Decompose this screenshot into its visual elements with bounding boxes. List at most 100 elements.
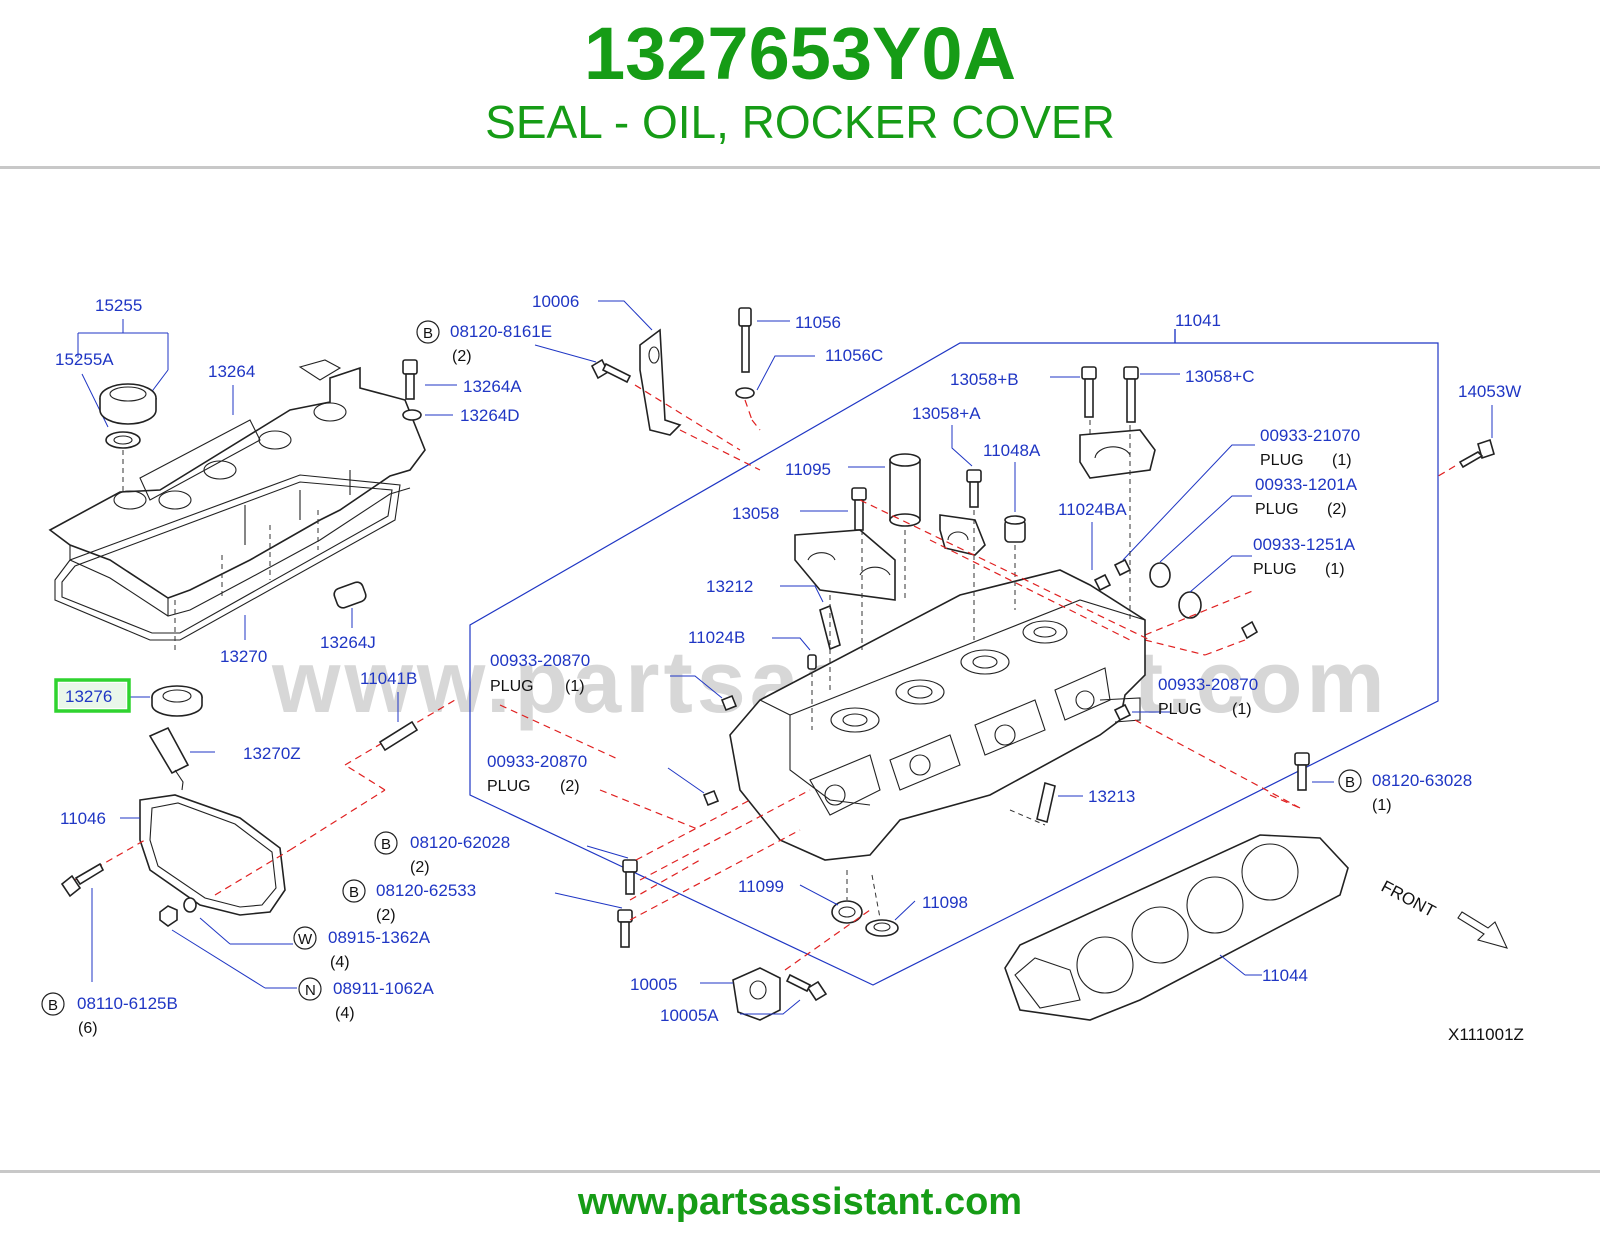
head-gasket-11044 — [1004, 834, 1349, 1021]
label-11024BA: 11024BA — [1058, 500, 1127, 519]
bolt-08110-6125B — [60, 862, 105, 982]
qty-08915-1362A: (4) — [330, 954, 350, 971]
front-arrow — [1457, 911, 1508, 949]
bracket-10005 — [700, 967, 828, 1021]
rear-cover-plate-11046 — [120, 794, 286, 916]
qty-00933-20870-b: (2) — [560, 778, 580, 795]
leader-15255 — [77, 319, 169, 428]
bolt-13058 — [800, 487, 867, 531]
footer-website-link[interactable]: www.partsassistant.com — [577, 1181, 1023, 1223]
label-08120-62028: 08120-62028 — [410, 833, 510, 852]
sealant-tube — [148, 726, 215, 791]
desc-00933-21070: PLUG — [1260, 452, 1304, 469]
front-label: FRONT — [1378, 877, 1439, 921]
label-15255: 15255 — [95, 296, 142, 315]
qty-00933-20870-c: (1) — [1232, 701, 1252, 718]
label-00933-20870-b: 00933-20870 — [487, 752, 587, 771]
highlight-fill-13276 — [59, 683, 126, 708]
rocker-cover-gasket — [54, 474, 401, 641]
label-13264D: 13264D — [460, 406, 520, 425]
desc-00933-20870-a: PLUG — [490, 678, 534, 695]
camshaft-caps — [794, 514, 986, 601]
qty-08110-6125B: (6) — [78, 1020, 98, 1037]
label-11024B: 11024B — [688, 628, 745, 647]
label-11056: 11056 — [795, 313, 841, 332]
label-11048A: 11048A — [983, 441, 1041, 460]
desc-00933-1201A: PLUG — [1255, 501, 1299, 518]
label-08120-63028: 08120-63028 — [1372, 771, 1472, 790]
label-11095: 11095 — [785, 460, 831, 479]
bolts-lower-center — [554, 845, 638, 948]
label-13213: 13213 — [1088, 787, 1135, 806]
label-13058: 13058 — [732, 504, 779, 523]
prefix-circle-b-5 — [41, 992, 65, 1016]
label-00933-1251A: 00933-1251A — [1253, 535, 1356, 554]
top-divider — [0, 166, 1600, 169]
label-11041: 11041 — [1175, 311, 1221, 330]
label-11099: 11099 — [738, 877, 784, 896]
sleeve-11095 — [848, 453, 921, 527]
label-13270Z: 13270Z — [243, 744, 301, 763]
label-15255A: 15255A — [55, 350, 114, 369]
qty-00933-20870-a: (1) — [565, 678, 585, 695]
dowel-11024B — [772, 637, 817, 670]
bolt-13058A — [951, 425, 982, 508]
grommet-13264J — [333, 581, 367, 628]
qty-00933-1201A: (2) — [1327, 501, 1347, 518]
stud-11056 — [735, 307, 815, 399]
bolts-13058-bc — [1050, 366, 1180, 423]
label-11044: 11044 — [1262, 966, 1308, 985]
label-11056C: 11056C — [825, 346, 883, 365]
bolt-13264A — [402, 359, 457, 421]
parts-diagram: www.partsassistant.com — [41, 292, 1524, 1044]
diagram-code: X111001Z — [1448, 1025, 1524, 1044]
qty-08120-8161E: (2) — [452, 348, 472, 365]
valve-guide-13212 — [780, 585, 841, 651]
label-08911-1062A: 08911-1062A — [333, 979, 434, 998]
label-13264A: 13264A — [463, 377, 522, 396]
oil-filler-cap — [99, 383, 157, 449]
label-13264J: 13264J — [320, 633, 376, 652]
header: 1327653Y0A SEAL - OIL, ROCKER COVER — [0, 0, 1600, 170]
desc-00933-20870-b: PLUG — [487, 778, 531, 795]
prefix-circle-b-1 — [416, 320, 440, 344]
prefix-circle-b-2 — [1338, 769, 1362, 793]
qty-08120-62028: (2) — [410, 859, 430, 876]
qty-08120-63028: (1) — [1372, 797, 1392, 814]
bolt-08120-8161E — [534, 344, 632, 384]
part-number-title: 1327653Y0A — [583, 12, 1017, 95]
label-08110-6125B: 08110-6125B — [77, 994, 178, 1013]
qty-08911-1062A: (4) — [335, 1005, 355, 1022]
bracket-10006 — [598, 300, 682, 436]
label-00933-1201A: 00933-1201A — [1255, 475, 1358, 494]
label-00933-20870-a: 00933-20870 — [490, 651, 590, 670]
label-00933-20870-c: 00933-20870 — [1158, 675, 1258, 694]
qty-08120-62533: (2) — [376, 907, 396, 924]
oil-seal-13276 — [130, 685, 203, 717]
label-11098: 11098 — [922, 893, 968, 912]
desc-00933-1251A: PLUG — [1253, 561, 1297, 578]
plugs-left — [667, 675, 738, 807]
part-description: SEAL - OIL, ROCKER COVER — [485, 96, 1115, 148]
label-13058C: 13058+C — [1185, 367, 1254, 386]
prefix-circle-n — [298, 977, 322, 1001]
seal-11048A — [1004, 462, 1026, 543]
label-13212: 13212 — [706, 577, 753, 596]
bolt-14053W — [1458, 405, 1495, 469]
prefix-letter-7: B — [48, 997, 58, 1014]
label-13270: 13270 — [220, 647, 267, 666]
label-13058A: 13058+A — [912, 404, 981, 423]
label-08915-1362A: 08915-1362A — [328, 928, 431, 947]
label-14053W: 14053W — [1458, 382, 1521, 401]
assembly-frame — [469, 329, 1439, 986]
prefix-letter-4: B — [349, 884, 359, 901]
label-10006: 10006 — [532, 292, 579, 311]
pins-and-plugs-right — [1091, 444, 1259, 640]
prefix-letter-1: B — [423, 325, 433, 342]
bolt-08120-63028 — [1294, 752, 1334, 791]
label-10005: 10005 — [630, 975, 677, 994]
camshaft-cap-front — [1079, 429, 1156, 479]
prefix-circle-b-3 — [374, 831, 398, 855]
prefix-circle-b-4 — [342, 879, 366, 903]
seals-11099-11098 — [799, 884, 916, 937]
